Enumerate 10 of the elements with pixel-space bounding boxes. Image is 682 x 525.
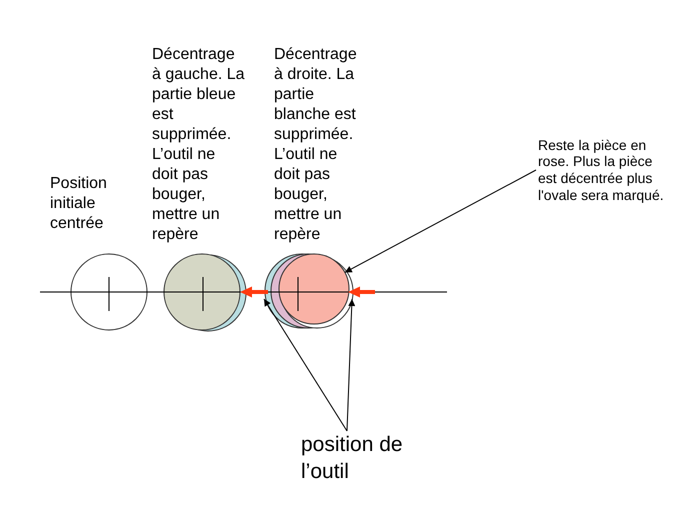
description-text: Position initiale centrée (50, 174, 108, 234)
description-text: Décentrage à gauche. La partie bleue est supprimée. L’outil ne doit pas bouger, mettre un repère (152, 45, 245, 245)
description-text: Décentrage à droite. La partie blanche est supprimée. L’outil ne doit pas bouger, mettre un repère (274, 45, 358, 245)
note-text: Reste la pièce en rose. Plus la pièce est décentrée plus l'ovale sera marqué. (538, 136, 668, 204)
tool-arrow (348, 286, 375, 298)
tool-arrow (240, 286, 268, 298)
leader-line (344, 170, 536, 273)
leader-line (346, 298, 356, 432)
callout-text: position de l’outil (301, 431, 416, 485)
leader-line (264, 298, 348, 432)
